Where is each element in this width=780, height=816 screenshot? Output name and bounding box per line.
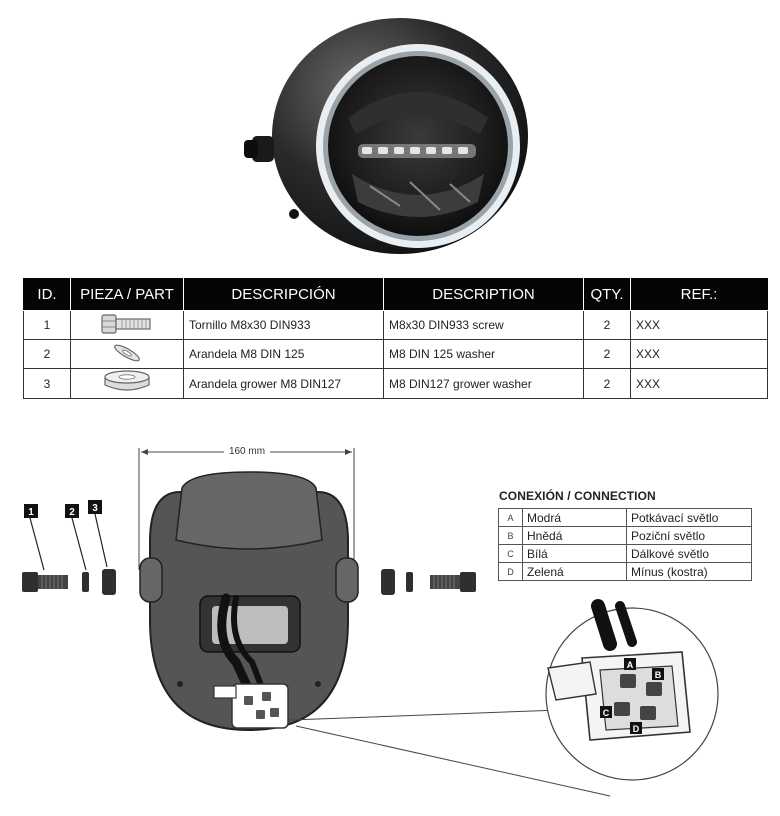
table-row: 2 Arandela M8 DIN 125 M8 DIN 125 washer … — [23, 339, 768, 369]
callout-3-label: 3 — [92, 503, 98, 514]
row-description: M8x30 DIN933 screw — [383, 310, 584, 340]
row-ref: XXX — [630, 339, 768, 369]
row-description: M8 DIN127 grower washer — [383, 368, 584, 399]
col-header-ref: REF.: — [630, 278, 768, 311]
table-row: 1 Tornillo M8x30 DIN933 M8x30 DIN933 scr… — [23, 310, 768, 340]
wire-function: Dálkové světlo — [626, 544, 752, 563]
pin-label-a: A — [624, 658, 636, 670]
row-descripcion: Tornillo M8x30 DIN933 — [183, 310, 384, 340]
table-row: 3 Arandela grower M8 DIN127 M8 DIN127 gr… — [23, 368, 768, 399]
width-dimension: 160 mm — [138, 442, 355, 570]
connector-detail: A B C D — [545, 599, 719, 781]
row-description: M8 DIN 125 washer — [383, 339, 584, 369]
mounting-diagram: 160 mm — [22, 442, 719, 797]
part-image-cell — [70, 368, 184, 399]
flat-washer-icon — [114, 344, 140, 361]
connection-row: C Bílá Dálkové světlo — [498, 544, 752, 563]
svg-text:D: D — [633, 724, 640, 734]
row-descripcion: Arandela grower M8 DIN127 — [183, 368, 384, 399]
wire-function: Potkávací světlo — [626, 508, 752, 527]
bolt-icon — [101, 313, 151, 334]
left-fasteners — [22, 513, 116, 595]
width-label: 160 mm — [229, 446, 265, 457]
wire-color: Zelená — [522, 562, 627, 581]
wire-function: Mínus (kostra) — [626, 562, 752, 581]
row-id: 1 — [23, 310, 71, 340]
pin-letter: C — [498, 544, 523, 563]
row-descripcion: Arandela M8 DIN 125 — [183, 339, 384, 369]
col-header-description: DESCRIPTION — [383, 278, 584, 311]
grower-washer-icon — [104, 370, 150, 391]
wire-color: Modrá — [522, 508, 627, 527]
pin-letter: A — [498, 508, 523, 527]
callout-2: 2 — [65, 504, 79, 518]
svg-text:B: B — [655, 670, 662, 680]
part-image-cell — [70, 310, 184, 340]
callout-2-label: 2 — [69, 507, 75, 518]
svg-text:C: C — [603, 708, 610, 718]
callout-3: 3 — [88, 500, 102, 514]
right-fasteners — [381, 569, 476, 595]
wire-function: Poziční světlo — [626, 526, 752, 545]
connection-row: B Hnědá Poziční světlo — [498, 526, 752, 545]
wire-color: Hnědá — [522, 526, 627, 545]
col-header-part: PIEZA / PART — [70, 278, 184, 311]
row-id: 3 — [23, 368, 71, 399]
connection-row: D Zelená Mínus (kostra) — [498, 562, 752, 581]
col-header-id: ID. — [23, 278, 71, 311]
wire-color: Bílá — [522, 544, 627, 563]
row-qty: 2 — [583, 368, 631, 399]
wire-harness — [213, 593, 289, 729]
parts-table-header: ID. PIEZA / PART DESCRIPCIÓN DESCRIPTION… — [23, 278, 768, 311]
col-header-descripcion: DESCRIPCIÓN — [183, 278, 384, 311]
pin-label-c: C — [600, 706, 612, 718]
row-qty: 2 — [583, 310, 631, 340]
connection-table: A Modrá Potkávací světlo B Hnědá Poziční… — [498, 508, 752, 581]
headlight-photo — [244, 18, 528, 254]
row-id: 2 — [23, 339, 71, 369]
part-image-cell — [70, 339, 184, 369]
pin-label-b: B — [652, 668, 664, 680]
row-ref: XXX — [630, 368, 768, 399]
callout-1-label: 1 — [28, 507, 34, 518]
svg-text:A: A — [627, 660, 634, 670]
pin-label-d: D — [630, 722, 642, 734]
pin-letter: B — [498, 526, 523, 545]
col-header-qty: QTY. — [583, 278, 631, 311]
row-qty: 2 — [583, 339, 631, 369]
parts-table: ID. PIEZA / PART DESCRIPCIÓN DESCRIPTION… — [23, 278, 768, 399]
connector-small — [213, 683, 289, 729]
headlight-body — [139, 471, 359, 732]
row-ref: XXX — [630, 310, 768, 340]
connection-title: CONEXIÓN / CONNECTION — [499, 489, 656, 503]
pin-letter: D — [498, 562, 523, 581]
connection-row: A Modrá Potkávací světlo — [498, 508, 752, 527]
callout-1: 1 — [24, 504, 38, 518]
